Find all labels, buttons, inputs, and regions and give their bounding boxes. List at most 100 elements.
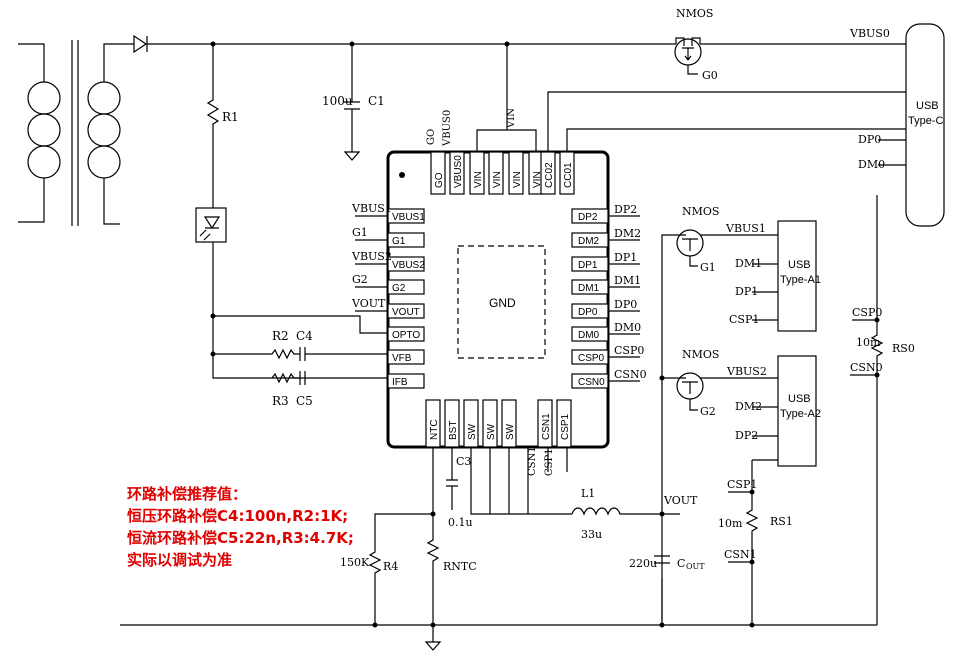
capacitor-c1: 100u C1 [322, 44, 385, 161]
pin-left-label: VOUT [392, 307, 420, 318]
nmos-q1: NMOS G1 VBUS1 [661, 205, 778, 620]
svg-text:DP2: DP2 [735, 429, 758, 442]
svg-text:USB: USB [788, 259, 811, 271]
svg-text:CSP1: CSP1 [727, 478, 757, 491]
nmos-q0: NMOS G0 [674, 7, 718, 82]
svg-text:OUT: OUT [686, 562, 705, 571]
usb-type-a2-connector: USB Type-A2 DM2 DP2 CSP1 CSN1 10m RS1 [718, 355, 821, 625]
svg-text:0.1u: 0.1u [448, 516, 473, 529]
pin-top-label: VBUS0 [453, 155, 464, 188]
note-remark: 实际以调试为准 [127, 551, 233, 569]
net-label-right: DP0 [614, 298, 637, 311]
svg-text:NMOS: NMOS [682, 205, 719, 218]
net-label-left: G1 [352, 226, 368, 239]
pin-top [449, 151, 465, 195]
svg-text:NMOS: NMOS [682, 348, 719, 361]
svg-text:DM2: DM2 [735, 400, 762, 413]
pin-right-label: DM0 [578, 330, 600, 341]
diode [133, 34, 148, 54]
svg-text:C: C [677, 557, 685, 570]
compensation-note: 环路补偿推荐值： 恒压环路补偿C4:100n,R2:1K; 恒流环路补偿C5:2… [127, 483, 354, 571]
svg-text:CSN0: CSN0 [850, 361, 883, 374]
ntc-network: 150K R4 RNTC [340, 447, 477, 625]
pin-top-label: CC02 [544, 162, 555, 188]
pin-top-label: VIN [532, 171, 543, 188]
net-label-right: CSP0 [614, 344, 644, 357]
pin-left-label: IFB [392, 377, 408, 388]
svg-text:VBUS0: VBUS0 [442, 110, 453, 147]
svg-text:RS0: RS0 [892, 342, 915, 355]
pin-bottom-label: SW [486, 423, 497, 440]
pin-bottom [537, 399, 553, 448]
bottom-power-stage: C3 0.1u L1 33u VOUT 220u C OUT CSN1 CSP1 [446, 446, 705, 571]
svg-text:L1: L1 [581, 487, 595, 500]
net-label-right: DM1 [614, 274, 641, 287]
net-label-right: DP2 [614, 203, 637, 216]
nmos-q2: NMOS G2 VBUS2 [659, 348, 778, 418]
top-wiring: GO VBUS0 VIN [426, 44, 906, 152]
svg-text:USB: USB [916, 100, 939, 112]
svg-text:G1: G1 [700, 261, 716, 274]
svg-text:C3: C3 [456, 455, 471, 468]
svg-text:GO: GO [426, 129, 437, 145]
pin-bottom-label: CSP1 [560, 413, 571, 440]
svg-text:10m: 10m [856, 336, 881, 349]
pin-left-label: VFB [392, 353, 412, 364]
svg-text:DM1: DM1 [735, 257, 762, 270]
svg-text:VOUT: VOUT [663, 494, 698, 507]
net-label-left: VBUS1 [351, 202, 392, 215]
svg-text:33u: 33u [581, 528, 602, 541]
svg-text:C4: C4 [296, 329, 313, 343]
svg-text:NMOS: NMOS [676, 7, 713, 20]
pin-bottom-label: NTC [429, 419, 440, 440]
svg-text:CSP1: CSP1 [729, 313, 759, 326]
pin-left [387, 373, 425, 389]
pin-top-label: VIN [492, 171, 503, 188]
svg-text:Type-A1: Type-A1 [780, 274, 821, 286]
svg-text:100u: 100u [322, 94, 353, 108]
ground-rail [120, 578, 877, 651]
pin-right-label: CSP0 [578, 353, 605, 364]
compensation-network: R2 C4 R3 C5 [213, 329, 388, 408]
svg-text:DP0: DP0 [858, 133, 881, 146]
transformer [18, 40, 134, 226]
usb-type-c-connector: USB Type-C VBUS0 DP0 DM0 CSP0 CSN0 10m R… [849, 23, 945, 625]
pin-bottom [556, 399, 572, 448]
svg-text:220u: 220u [629, 557, 657, 570]
net-label-right: DP1 [614, 251, 637, 264]
pin-left-label: G2 [392, 283, 406, 294]
usb-type-a1-connector: USB Type-A1 DM1 DP1 CSP1 [729, 220, 821, 332]
net-label-left: VOUT [351, 297, 386, 310]
pin-top [488, 151, 504, 195]
svg-text:Type-C: Type-C [908, 115, 944, 127]
pin-right-label: DP1 [578, 260, 598, 271]
net-label-left: G2 [352, 273, 368, 286]
svg-text:CSP1: CSP1 [544, 448, 555, 476]
pin-left [387, 349, 425, 365]
svg-text:CSN1: CSN1 [724, 548, 757, 561]
pin-top-label: VIN [473, 171, 484, 188]
pin-right-label: CSN0 [578, 377, 605, 388]
svg-text:R2: R2 [272, 329, 289, 343]
svg-text:RS1: RS1 [770, 515, 793, 528]
net-label-right: DM2 [614, 227, 641, 240]
pin-bottom-label: SW [467, 423, 478, 440]
pin-left-label: OPTO [392, 330, 420, 341]
svg-text:DM0: DM0 [858, 158, 885, 171]
pin-top [508, 151, 524, 195]
pin-right-label: DP0 [578, 307, 598, 318]
note-title: 环路补偿推荐值： [127, 485, 248, 503]
svg-text:VBUS0: VBUS0 [849, 27, 890, 40]
svg-text:GND: GND [489, 296, 516, 310]
svg-text:Type-A2: Type-A2 [780, 408, 821, 420]
pin-left-label: G1 [392, 236, 406, 247]
pin-bottom-label: SW [505, 423, 516, 440]
pin-bottom-label: CSN1 [541, 413, 552, 440]
net-label-right: CSN0 [614, 368, 647, 381]
ic-pins: VBUS1G1VBUS2G2VOUTOPTOVFBIFBDP2DM2DP1DM1… [387, 151, 609, 448]
net-label-right: DM0 [614, 321, 641, 334]
resistor-r1: R1 [206, 44, 239, 208]
